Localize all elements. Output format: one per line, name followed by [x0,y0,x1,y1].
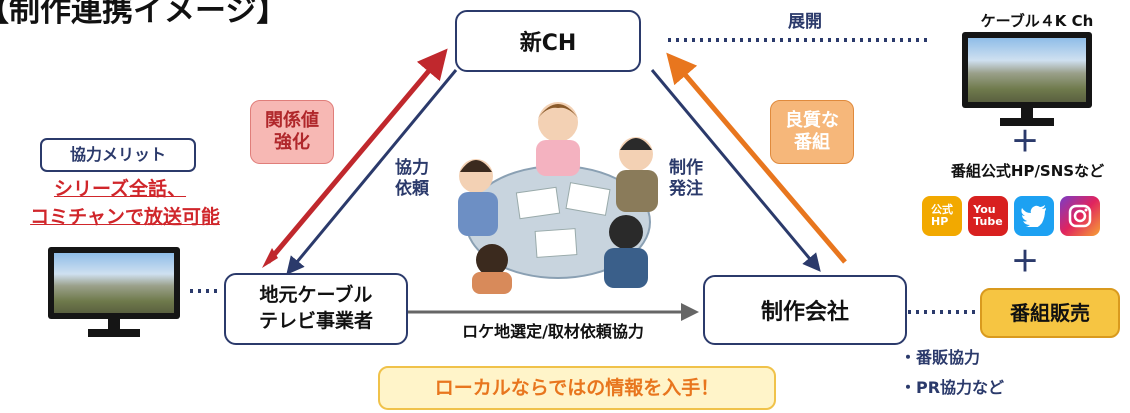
node-local-cable: 地元ケーブル テレビ事業者 [224,273,408,345]
production-order-label: 制作 発注 [669,158,703,200]
node-production: 制作会社 [703,275,907,345]
official-sns-label: 番組公式HP/SNSなど [950,162,1105,180]
meeting-illustration-icon [440,82,672,294]
page-title: 【制作連携イメージ】 [0,0,288,29]
strengthen-value-box: 関係値 強化 [250,100,334,164]
plus-icon: ＋ [1010,125,1039,158]
instagram-icon[interactable] [1060,196,1100,236]
arrow-quality [666,52,847,264]
tv-icon [48,247,180,339]
location-support-label: ロケ地選定/取材依頼協力 [462,322,644,341]
tv-icon [962,32,1092,128]
expansion-label: 展開 [788,12,822,32]
footer-banner: ローカルならではの情報を入手！ [378,366,776,410]
youtube-icon[interactable]: You Tube [968,196,1008,236]
cable-4k-label: ケーブル４K Ch [980,12,1094,30]
quality-program-box: 良質な 番組 [770,100,854,164]
program-sales-box: 番組販売 [980,288,1120,338]
merit-line-2: コミチャンで放送可能 [30,206,220,228]
plus-icon: ＋ [1010,245,1039,278]
twitter-icon[interactable] [1014,196,1054,236]
cooperation-request-label: 協力 依頼 [395,158,429,200]
merit-badge: 協力メリット [40,138,196,172]
arrow-request [286,69,458,275]
sales-bullet-1: ・番販協力 [900,348,981,367]
node-new-ch: 新CH [455,10,641,72]
arrow-strengthen [266,48,448,264]
arrow-order [650,69,821,272]
sales-bullet-2: ・PR協力など [900,378,1005,397]
official-hp-icon[interactable]: 公式 HP [922,196,962,236]
merit-line-1: シリーズ全話、 [53,178,187,200]
